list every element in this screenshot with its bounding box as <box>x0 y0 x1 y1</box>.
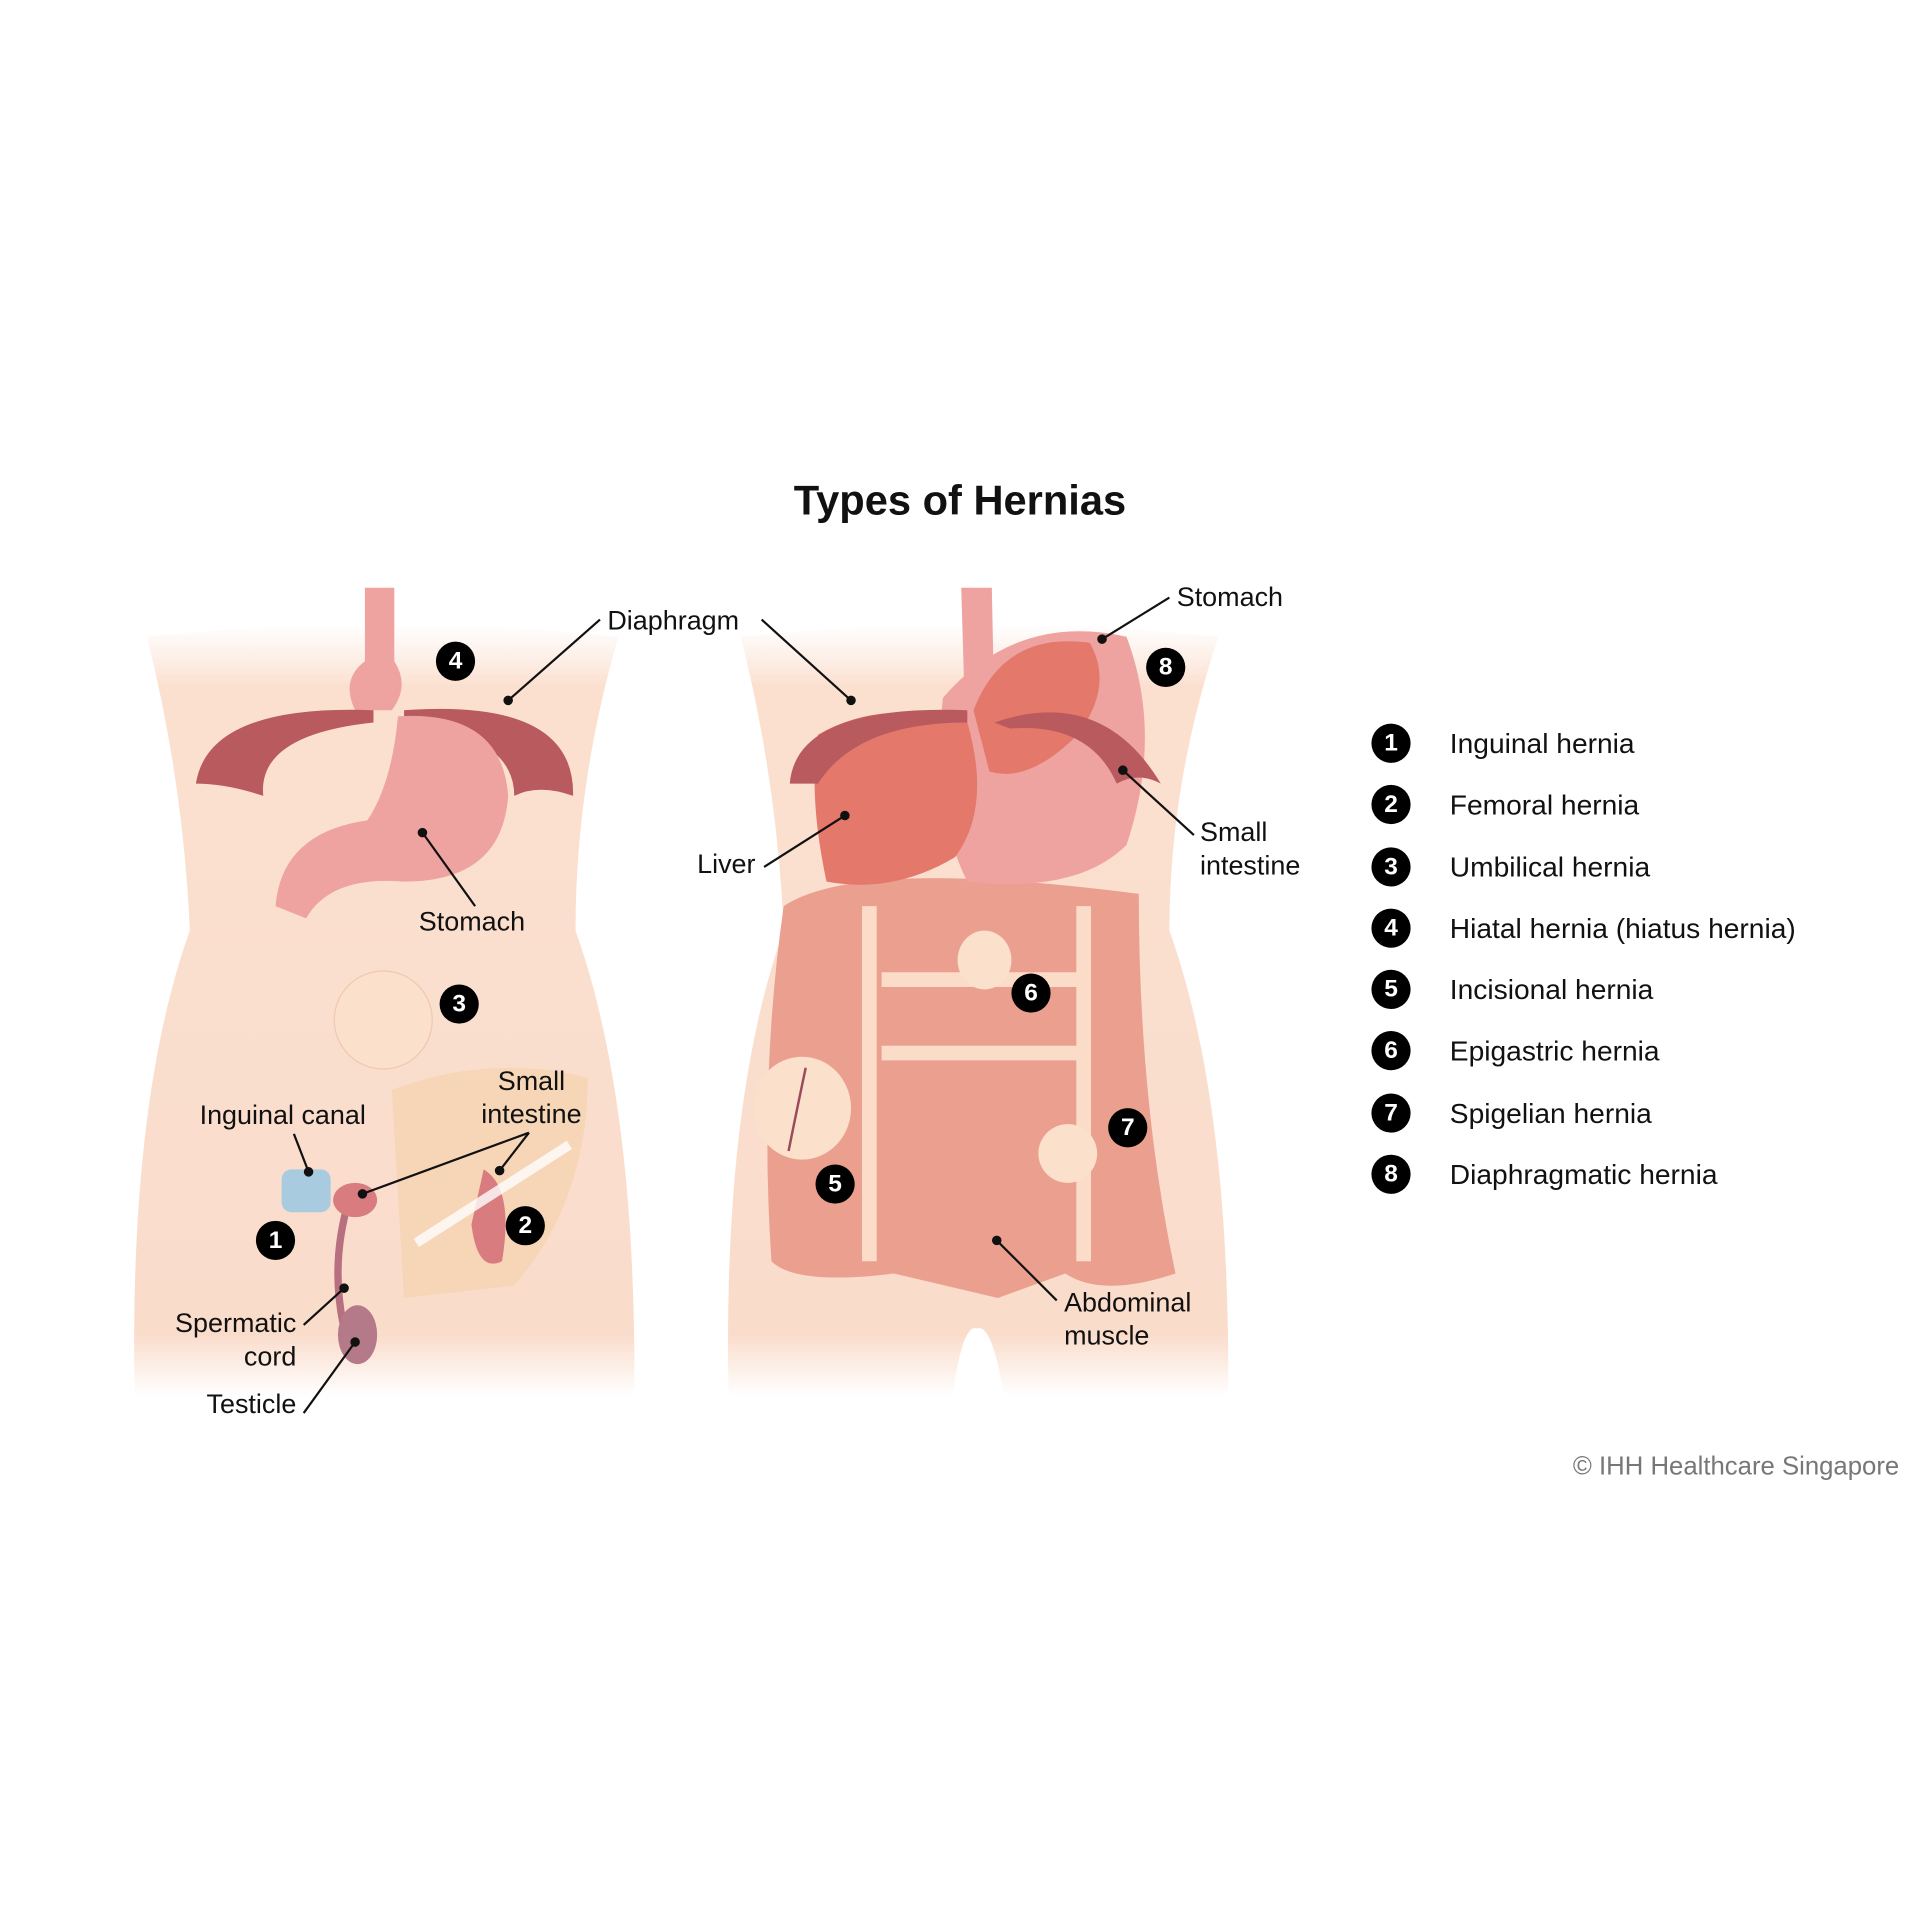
legend-label: Incisional hernia <box>1449 973 1654 1006</box>
legend-label: Epigastric hernia <box>1449 1035 1660 1068</box>
label-line: cord <box>243 1340 297 1372</box>
legend-badge: 7 <box>1371 1093 1411 1133</box>
label-line: intestine <box>481 1098 582 1129</box>
legend-label: Umbilical hernia <box>1449 850 1651 883</box>
label-line: Small <box>497 1065 566 1096</box>
legend-label: Femoral hernia <box>1449 788 1640 821</box>
legend-label: Hiatal hernia (hiatus hernia) <box>1449 912 1796 944</box>
incision-scar <box>787 1067 807 1152</box>
left-stomach <box>275 715 509 919</box>
testicle <box>337 1305 378 1365</box>
legend-badge: 3 <box>1371 846 1411 887</box>
badge-2: 2 <box>505 1206 545 1246</box>
label-line: muscle <box>1064 1320 1150 1351</box>
right-stomach <box>973 641 1100 774</box>
spigelian-bulge <box>1038 1124 1098 1183</box>
badge-6: 6 <box>1011 973 1051 1013</box>
legend-badge: 4 <box>1371 908 1411 948</box>
epigastric-bulge <box>957 930 1012 990</box>
badge-8: 8 <box>1146 647 1186 687</box>
legend-label: Diaphragmatic hernia <box>1449 1158 1718 1191</box>
legend-badge: 2 <box>1371 785 1411 825</box>
page-title: Types of Hernias <box>793 477 1127 525</box>
right-diaphragm <box>789 709 1161 784</box>
label-stomach-right: Stomach <box>1176 581 1284 613</box>
legend-badge: 8 <box>1371 1154 1411 1194</box>
legend-badge: 1 <box>1371 723 1411 763</box>
label-inguinal-canal: Inguinal canal <box>199 1099 366 1131</box>
label-stomach-left: Stomach <box>418 906 526 937</box>
liver <box>814 712 978 885</box>
left-esophagus <box>349 587 402 711</box>
legend-label: Inguinal hernia <box>1449 727 1635 760</box>
badge-4: 4 <box>435 641 476 681</box>
label-line: Small <box>1200 816 1268 848</box>
label-diaphragm: Diaphragm <box>607 604 740 636</box>
badge-3: 3 <box>439 984 479 1024</box>
incisional-bulge <box>753 1056 852 1160</box>
legend-label: Spigelian hernia <box>1449 1096 1652 1129</box>
umbilical-bulge <box>333 970 433 1070</box>
label-testicle: Testicle <box>206 1388 297 1420</box>
copyright: © IHH Healthcare Singapore <box>1572 1452 1900 1481</box>
left-diaphragm <box>195 708 574 796</box>
legend-badge: 5 <box>1371 970 1411 1010</box>
badge-1: 1 <box>255 1220 296 1261</box>
label-line: intestine <box>1200 849 1301 881</box>
label-line: Spermatic <box>175 1307 297 1339</box>
badge-7: 7 <box>1108 1108 1148 1148</box>
badge-5: 5 <box>815 1164 855 1204</box>
inguinal-bulge <box>333 1182 378 1218</box>
label-liver: Liver <box>697 848 756 880</box>
label-line: Abdominal <box>1064 1286 1192 1318</box>
legend-badge: 6 <box>1371 1031 1411 1071</box>
inguinal-canal <box>281 1169 331 1213</box>
